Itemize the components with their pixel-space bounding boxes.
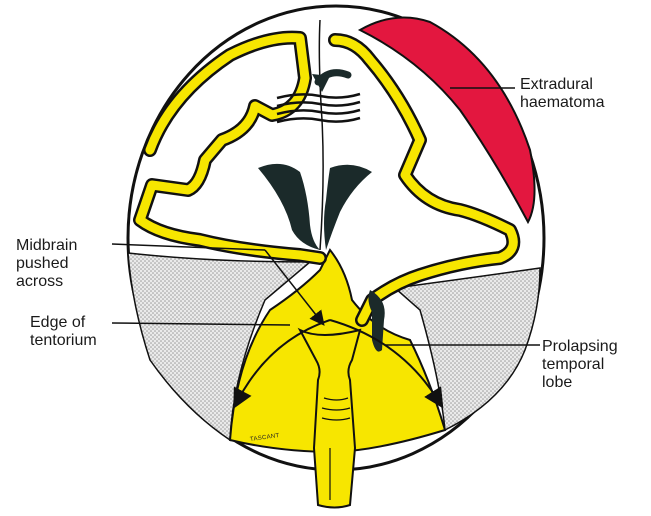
label-midbrain-pushed-across: Midbrain pushed across <box>16 237 77 291</box>
label-prolapsing-temporal-lobe: Prolapsing temporal lobe <box>542 338 618 392</box>
label-extradural-haematoma: Extradural haematoma <box>520 76 605 112</box>
label-edge-of-tentorium: Edge of tentorium <box>30 314 97 350</box>
